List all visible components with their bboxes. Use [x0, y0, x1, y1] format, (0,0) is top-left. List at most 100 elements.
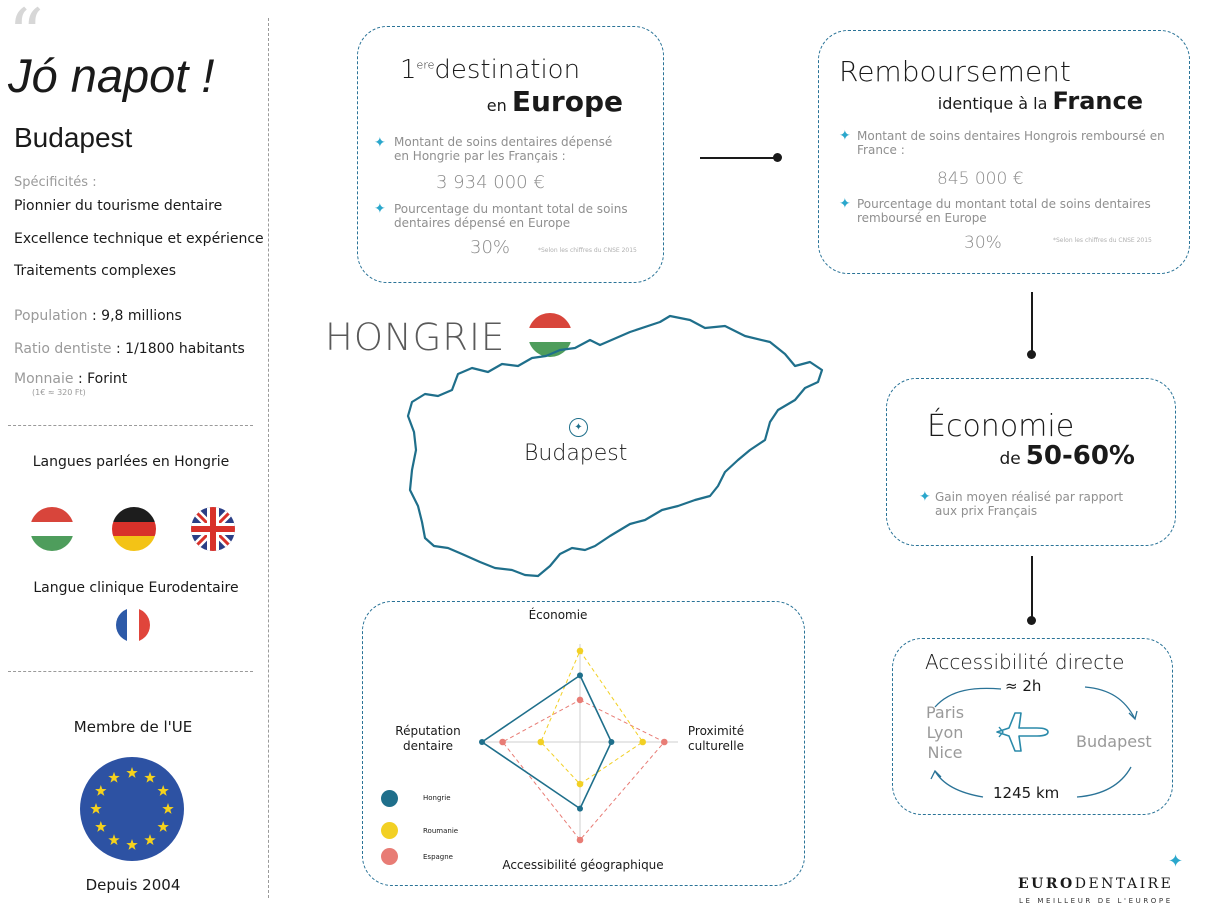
spec-item: Excellence technique et expérience [14, 231, 264, 247]
ratio-value: : 1/1800 habitants [116, 341, 245, 357]
connector-line [1031, 556, 1033, 620]
sparkle-icon: ✦ [839, 128, 851, 144]
population-label: Population [14, 308, 88, 324]
city-item: Nice [927, 743, 963, 762]
radar-point-roumanie [576, 780, 584, 788]
card-subtitle: identique à la France [938, 87, 1143, 115]
eu-since: Depuis 2004 [85, 876, 181, 894]
distance-label: 1245 km [993, 784, 1060, 802]
currency-rate: (1€ ≈ 320 Ft) [32, 388, 86, 397]
eu-flag-icon [80, 757, 184, 861]
legend-label: Espagne [423, 853, 453, 861]
subtitle-pre: identique à la [937, 94, 1048, 113]
card-value: 3 934 000 € [436, 172, 545, 193]
card-title: Remboursement [839, 55, 1071, 88]
brand-name: EURODENTAIRE [1018, 876, 1173, 892]
city-item: Paris [925, 703, 965, 722]
axis-text: Réputation dentaire [395, 724, 461, 753]
capital-label: Budapest [524, 441, 628, 466]
ratio-label: Ratio dentiste [14, 341, 112, 357]
card-title: 1eredestination [400, 55, 580, 85]
divider [8, 425, 253, 426]
radar-series-roumanie [540, 649, 644, 785]
radar-chart [479, 644, 678, 844]
connector-dot [773, 153, 782, 162]
eu-star-icon [126, 839, 138, 850]
radar-series-espagne [501, 699, 666, 841]
eu-star-icon [90, 803, 102, 814]
languages-title: Langues parlées en Hongrie [32, 454, 230, 470]
radar-point-espagne [661, 738, 668, 746]
radar-point-hongrie [608, 739, 615, 745]
connector-dot [1027, 616, 1036, 625]
source-note: *Selon les chiffres du CNSE 2015 [538, 247, 637, 254]
legend-label: Roumanie [423, 827, 459, 835]
eu-star-icon [157, 785, 169, 796]
germany-flag-icon [112, 507, 156, 551]
axis-label-bottom: Accessibilité géographique [502, 858, 664, 872]
brand-rest: DENTAIRE [1074, 876, 1174, 892]
radar-point-espagne [499, 738, 506, 746]
card-subtitle: en Europe [487, 85, 623, 118]
sparkle-icon: ✦ [919, 489, 931, 505]
card-item-text: Gain moyen réalisé par rapport aux prix … [935, 490, 1124, 518]
radar-point-hongrie [577, 805, 583, 812]
specs-label: Spécificités : [14, 175, 97, 190]
eu-star-icon [95, 821, 107, 832]
currency-value: : Forint [77, 371, 128, 387]
hungary-flag-icon [30, 507, 74, 551]
quote-mark-icon: “ [8, 0, 44, 76]
card-item-text: Montant de soins dentaires dépensé en Ho… [394, 135, 613, 163]
card-title: Accessibilité directe [925, 650, 1125, 674]
radar-point-hongrie [479, 739, 485, 745]
radar-point-espagne [576, 696, 584, 704]
accessibility-card: Accessibilité directe ≈ 2h Paris Lyon Ni… [892, 638, 1173, 815]
eu-star-icon [162, 803, 174, 814]
uk-flag-icon [191, 507, 235, 551]
eu-star-icon [108, 771, 120, 783]
axis-text: Proximité culturelle [687, 724, 745, 753]
population-value: : 9,8 millions [92, 308, 182, 324]
eu-star-icon [157, 821, 169, 832]
card-value: 30% [964, 233, 1002, 253]
card-item-text: Montant de soins dentaires Hongrois remb… [857, 129, 1165, 157]
sparkle-icon: ✦ [374, 201, 386, 217]
destination-card: 1eredestination en Europe ✦ Montant de s… [357, 26, 664, 283]
spec-item: Pionnier du tourisme dentaire [14, 198, 223, 214]
card-value: 845 000 € [937, 169, 1024, 189]
france-flag-icon [116, 608, 150, 642]
sparkle-icon: ✦ [839, 196, 851, 212]
title-rest: destination [434, 55, 581, 85]
subtitle-bold: 50-60% [1025, 441, 1135, 471]
spec-item: Traitements complexes [14, 263, 176, 279]
city-list: Paris Lyon Nice [923, 703, 967, 763]
hungary-flag-icon [528, 313, 572, 357]
sidebar-separator [268, 18, 269, 898]
airplane-icon [996, 712, 1049, 752]
title-sup: ere [416, 58, 435, 72]
legend-dot [381, 790, 398, 807]
savings-card: Économie de 50-60% ✦ Gain moyen réalisé … [886, 378, 1176, 546]
brand-bold: EURO [1018, 876, 1075, 892]
clinic-lang-title: Langue clinique Eurodentaire [33, 580, 239, 596]
axis-label-right: Proximité culturelle [671, 724, 761, 754]
country-title: HONGRIE [325, 316, 506, 359]
axis-label-left: Réputation dentaire [385, 724, 471, 754]
subtitle-bold: Europe [511, 85, 623, 118]
subtitle-pre: en [486, 96, 507, 115]
connector-dot [1027, 350, 1036, 359]
eu-title: Membre de l'UE [73, 718, 193, 736]
destination-label: Budapest [1076, 732, 1152, 751]
radar-point-espagne [576, 836, 584, 844]
legend-dot [381, 822, 398, 839]
radar-point-roumanie [576, 647, 584, 655]
flight-time: ≈ 2h [1005, 677, 1042, 695]
card-title: Économie [927, 409, 1075, 444]
legend-label: Hongrie [423, 794, 451, 802]
greeting: Jó napot ! [8, 49, 215, 102]
radar-point-roumanie [537, 738, 545, 746]
city-title: Budapest [14, 122, 133, 153]
location-pin-icon: ✦ [569, 418, 588, 437]
brand-tagline: LE MEILLEUR DE L'EUROPE [1019, 897, 1173, 905]
radar-point-hongrie [577, 672, 583, 679]
